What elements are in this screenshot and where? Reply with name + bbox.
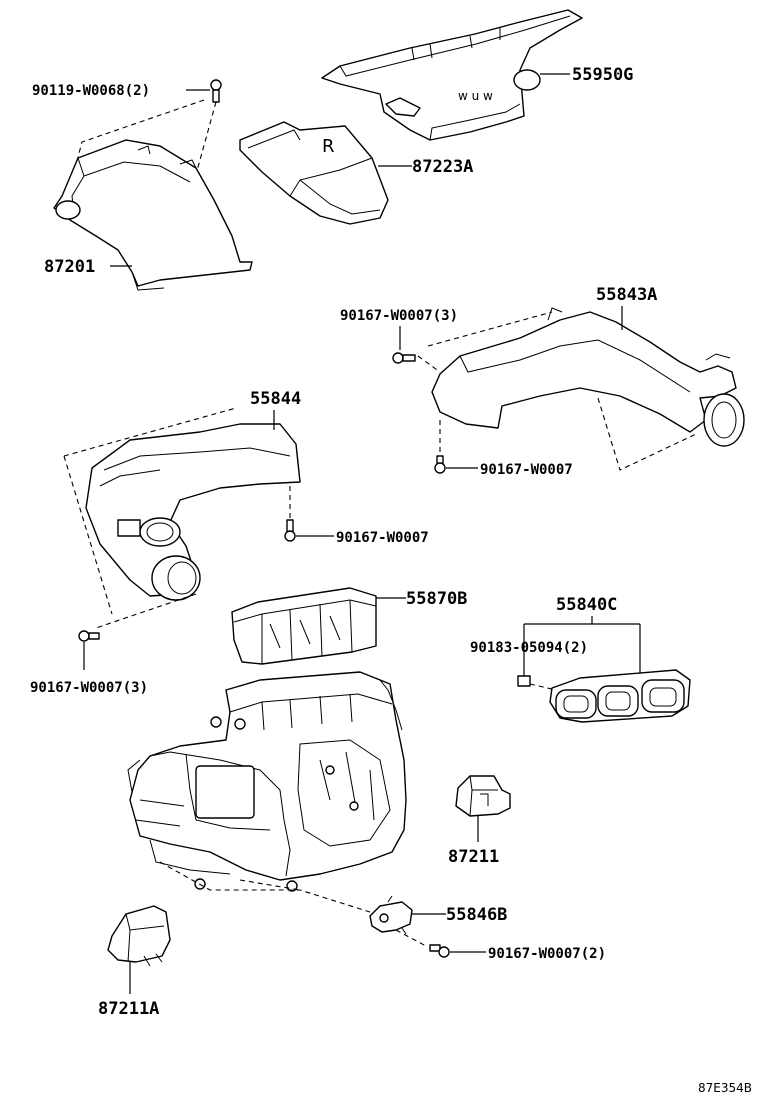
part-87211a-actuator <box>107 905 171 967</box>
part-55846b-bracket <box>369 895 413 935</box>
label-55846b: 55846B <box>446 905 507 925</box>
part-87223a-cover <box>239 121 389 225</box>
label-90167-w0007-mid: 90167-W0007 <box>480 462 573 478</box>
label-55843a: 55843A <box>596 285 657 305</box>
part-87201-duct <box>53 139 253 291</box>
label-87201: 87201 <box>44 257 95 277</box>
label-90167-w0007-3-top: 90167-W0007(3) <box>340 308 458 324</box>
label-55840c: 55840C <box>556 595 617 615</box>
dash-55844 <box>63 407 237 629</box>
label-87211a: 87211A <box>98 999 159 1019</box>
dash-heater-mid <box>239 879 301 891</box>
diagram-reference-code: 87E354B <box>698 1081 752 1095</box>
label-55844: 55844 <box>250 389 301 409</box>
bolt-90167-w0007-mid <box>434 455 446 474</box>
label-90183-05094: 90183-05094(2) <box>470 640 588 656</box>
label-55870b: 55870B <box>406 589 467 609</box>
part-55844-duct <box>85 423 301 601</box>
label-90167-w0007-2: 90167-W0007(2) <box>488 946 606 962</box>
label-55950g: 55950G <box>572 65 633 85</box>
bolt-90167-w0007-bottom <box>429 944 450 958</box>
label-90119-w0068: 90119-W0068(2) <box>32 83 150 99</box>
embossed-r-mark: R <box>322 136 335 157</box>
label-87211: 87211 <box>448 847 499 867</box>
clip-90183-05094 <box>517 675 531 687</box>
leader-55840c-bracket <box>523 616 641 676</box>
part-55870b-register <box>231 587 377 665</box>
bolt-90119-w0068 <box>210 79 222 103</box>
dash-heater-lower <box>159 861 371 913</box>
part-55843a-duct <box>431 307 745 447</box>
svg-text:w u w: w u w <box>458 89 493 103</box>
bolt-90167-w0007-left <box>78 630 100 642</box>
dash-90119 <box>194 101 217 179</box>
label-90167-w0007-3-left: 90167-W0007(3) <box>30 680 148 696</box>
part-87211-actuator <box>455 775 511 817</box>
dash-55843a <box>417 311 697 471</box>
bolt-90167-w0007-top <box>392 352 416 364</box>
label-90167-w0007-lower: 90167-W0007 <box>336 530 429 546</box>
bolt-90167-w0007-lower <box>284 519 296 542</box>
part-55950g-duct: w u w <box>321 9 583 141</box>
part-55840c-registers <box>549 669 691 723</box>
part-heater-unit-assembly <box>127 671 407 892</box>
dash-55846b <box>395 929 427 947</box>
label-87223a: 87223A <box>412 157 473 177</box>
